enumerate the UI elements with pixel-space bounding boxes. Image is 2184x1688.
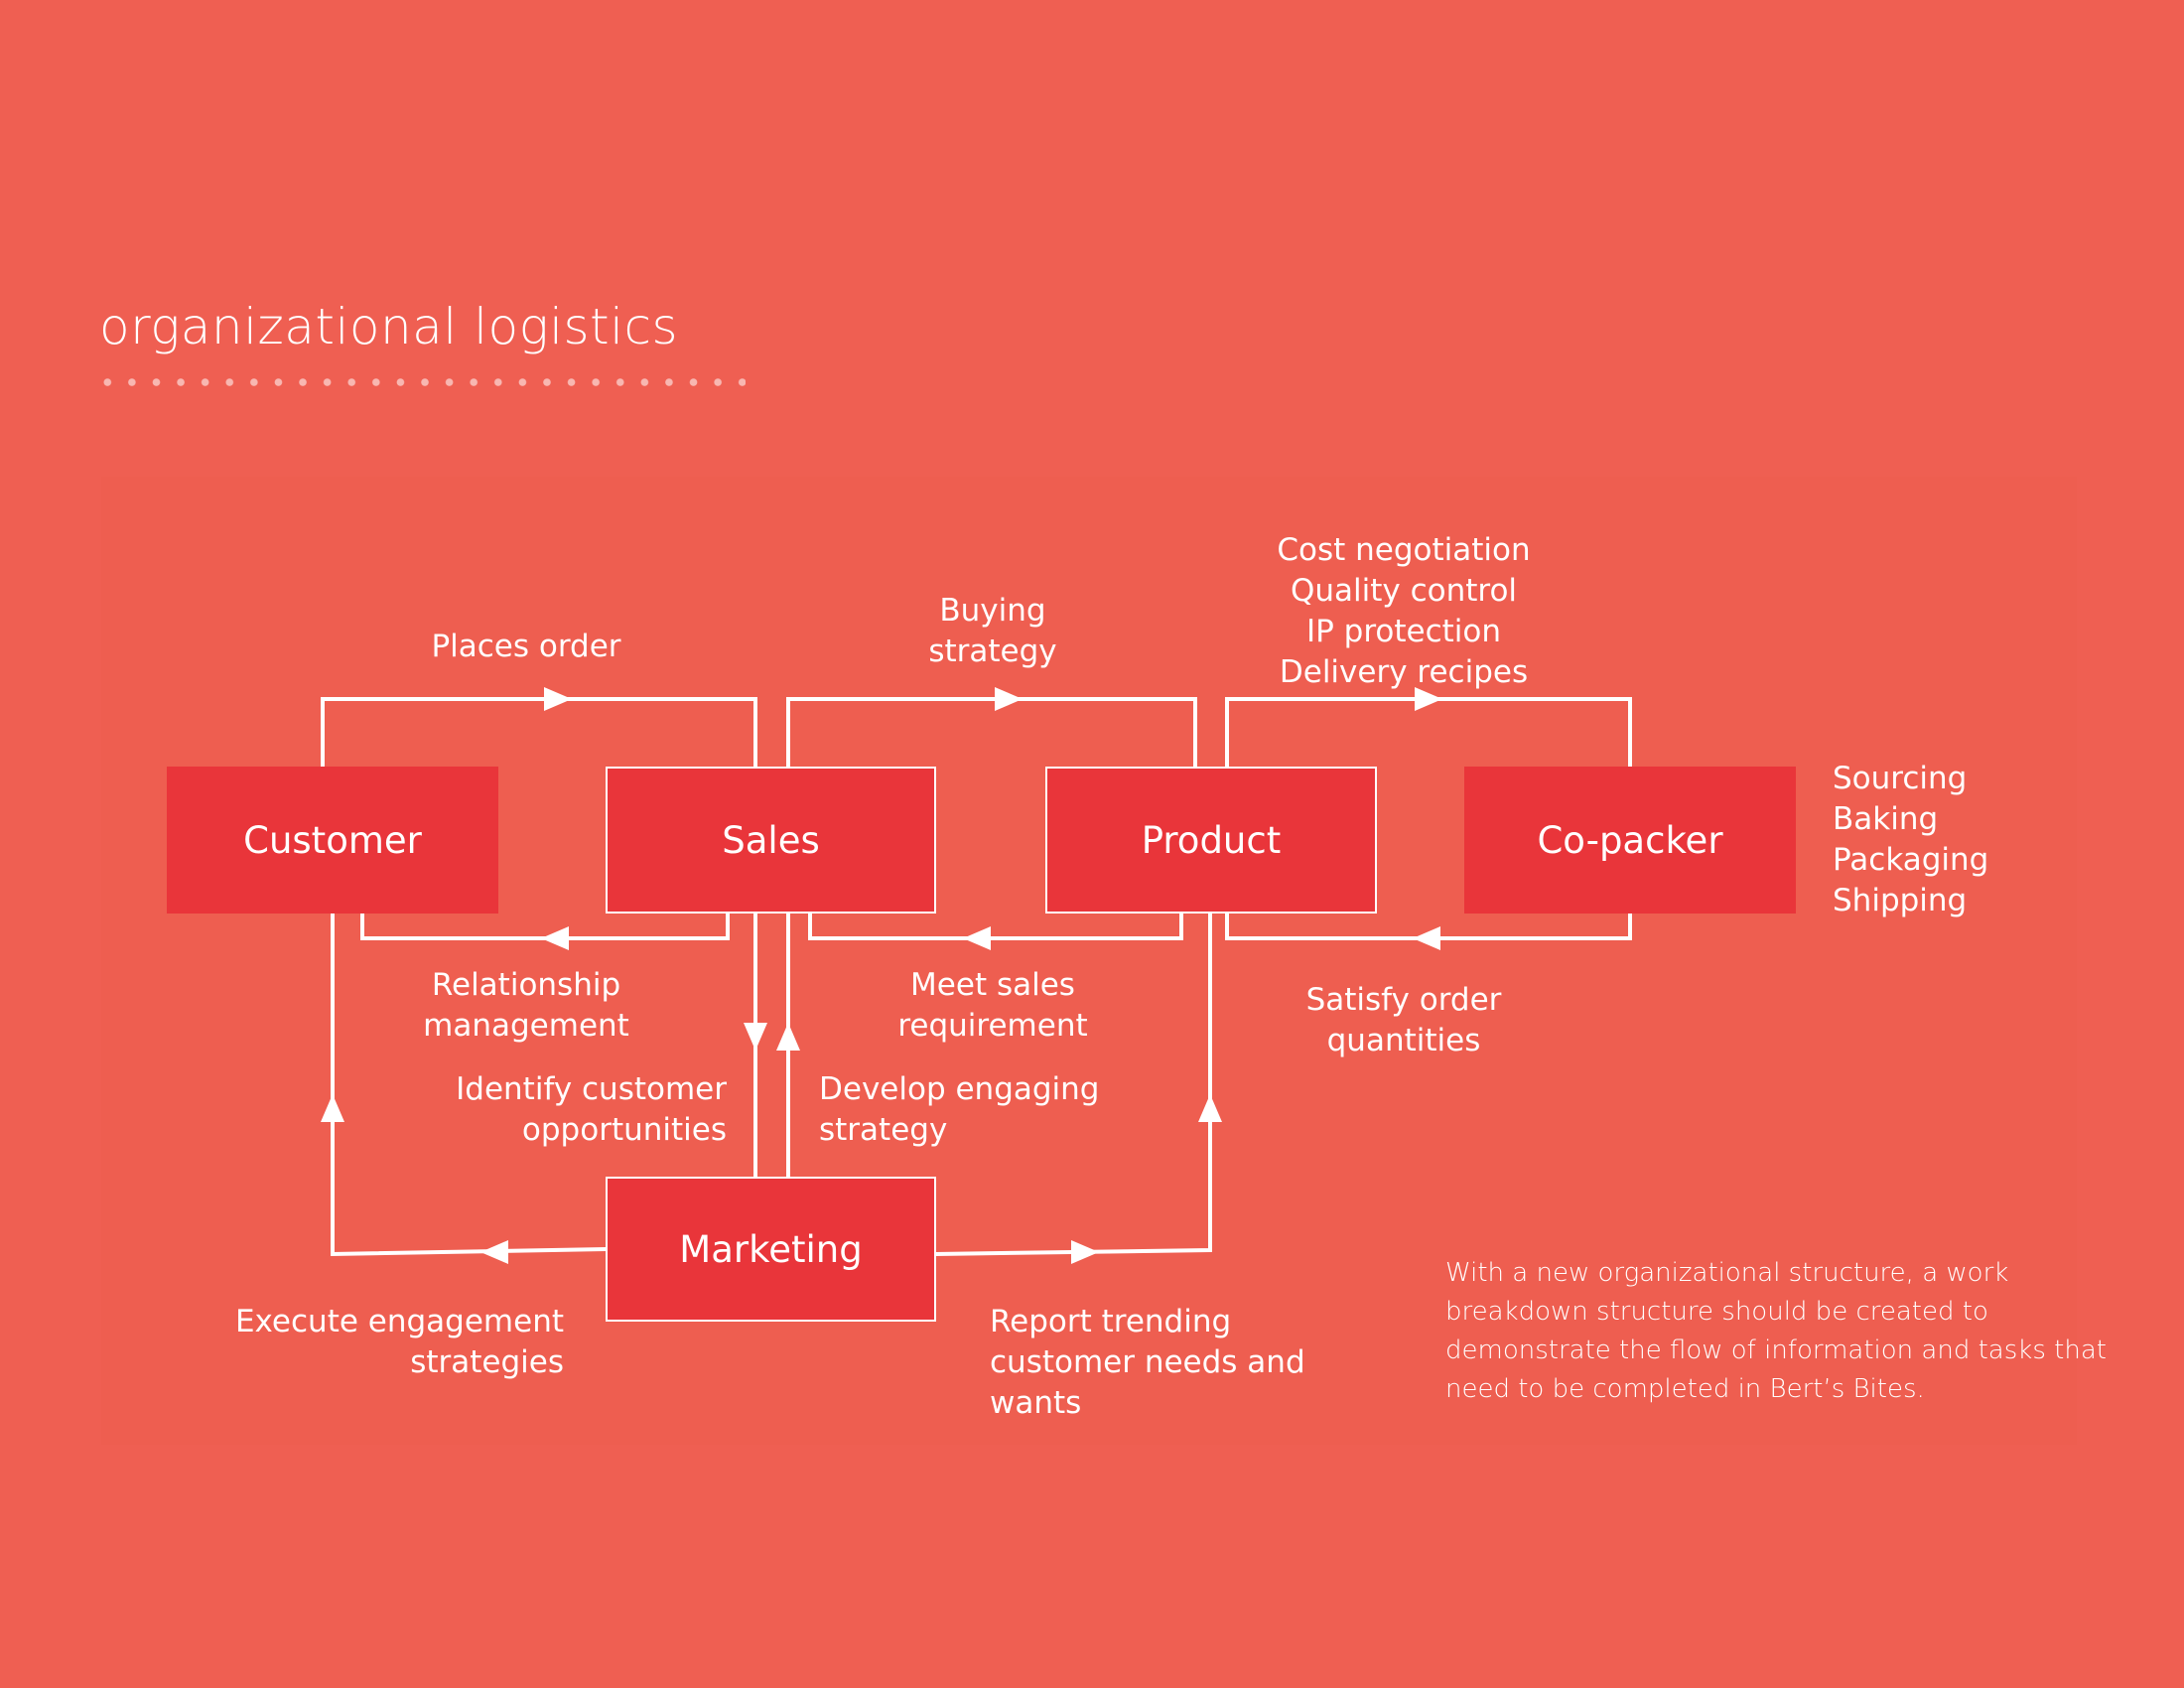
connector-relationship-management	[360, 914, 730, 940]
label-meet-sales-requirement: Meet sales requirement	[897, 967, 1088, 1044]
arrowhead-product-up	[1198, 1094, 1222, 1122]
connector-product-copacker	[1225, 697, 1632, 767]
connector-report-trending	[934, 914, 1212, 1256]
arrowhead-places-order	[544, 687, 572, 711]
arrowhead-product-copacker	[1415, 687, 1442, 711]
label-satisfy-order-quantities: Satisfy order quantities	[1305, 982, 1502, 1058]
label-places-order: Places order	[431, 629, 621, 664]
connector-buying-strategy	[786, 697, 1197, 767]
node-copacker: Co-packer	[1464, 767, 1796, 914]
label-develop-engaging-strategy: Develop engaging strategy	[819, 1071, 1100, 1148]
diagram-panel	[101, 477, 2077, 1445]
arrowhead-identify-opportunities	[744, 1023, 767, 1051]
arrowhead-develop-strategy	[776, 1023, 800, 1051]
explanatory-note: With a new organizational structure, a w…	[1445, 1258, 2107, 1404]
label-identify-customer-opportunities: Identify customer opportunities	[456, 1071, 727, 1148]
page-title: organizational logistics	[99, 298, 679, 355]
connector-meet-sales-requirement	[808, 914, 1183, 940]
arrowhead-execute-engagement	[480, 1240, 508, 1264]
arrowhead-meet-sales	[963, 926, 991, 950]
arrowhead-satisfy-order	[1413, 926, 1440, 950]
label-execute-engagement-strategies: Execute engagement strategies	[234, 1304, 564, 1380]
connector-execute-engagement	[331, 914, 608, 1257]
node-sales: Sales	[606, 767, 936, 914]
label-copacker-tasks: Sourcing Baking Packaging Shipping	[1833, 761, 1989, 918]
title-dotted-divider	[95, 377, 746, 387]
node-customer: Customer	[167, 767, 498, 914]
label-buying-strategy: Buying strategy	[928, 593, 1057, 669]
connector-places-order	[321, 697, 757, 767]
node-product: Product	[1045, 767, 1377, 914]
arrowhead-report-trending	[1071, 1240, 1099, 1264]
arrowhead-relationship-management	[541, 926, 569, 950]
label-relationship-management: Relationship management	[423, 967, 629, 1044]
arrowhead-customer-up	[321, 1094, 344, 1122]
label-report-trending: Report trending customer needs and wants	[990, 1304, 1305, 1421]
label-product-tasks: Cost negotiation Quality control IP prot…	[1277, 532, 1531, 690]
node-marketing: Marketing	[606, 1177, 936, 1322]
arrowhead-buying-strategy	[995, 687, 1023, 711]
